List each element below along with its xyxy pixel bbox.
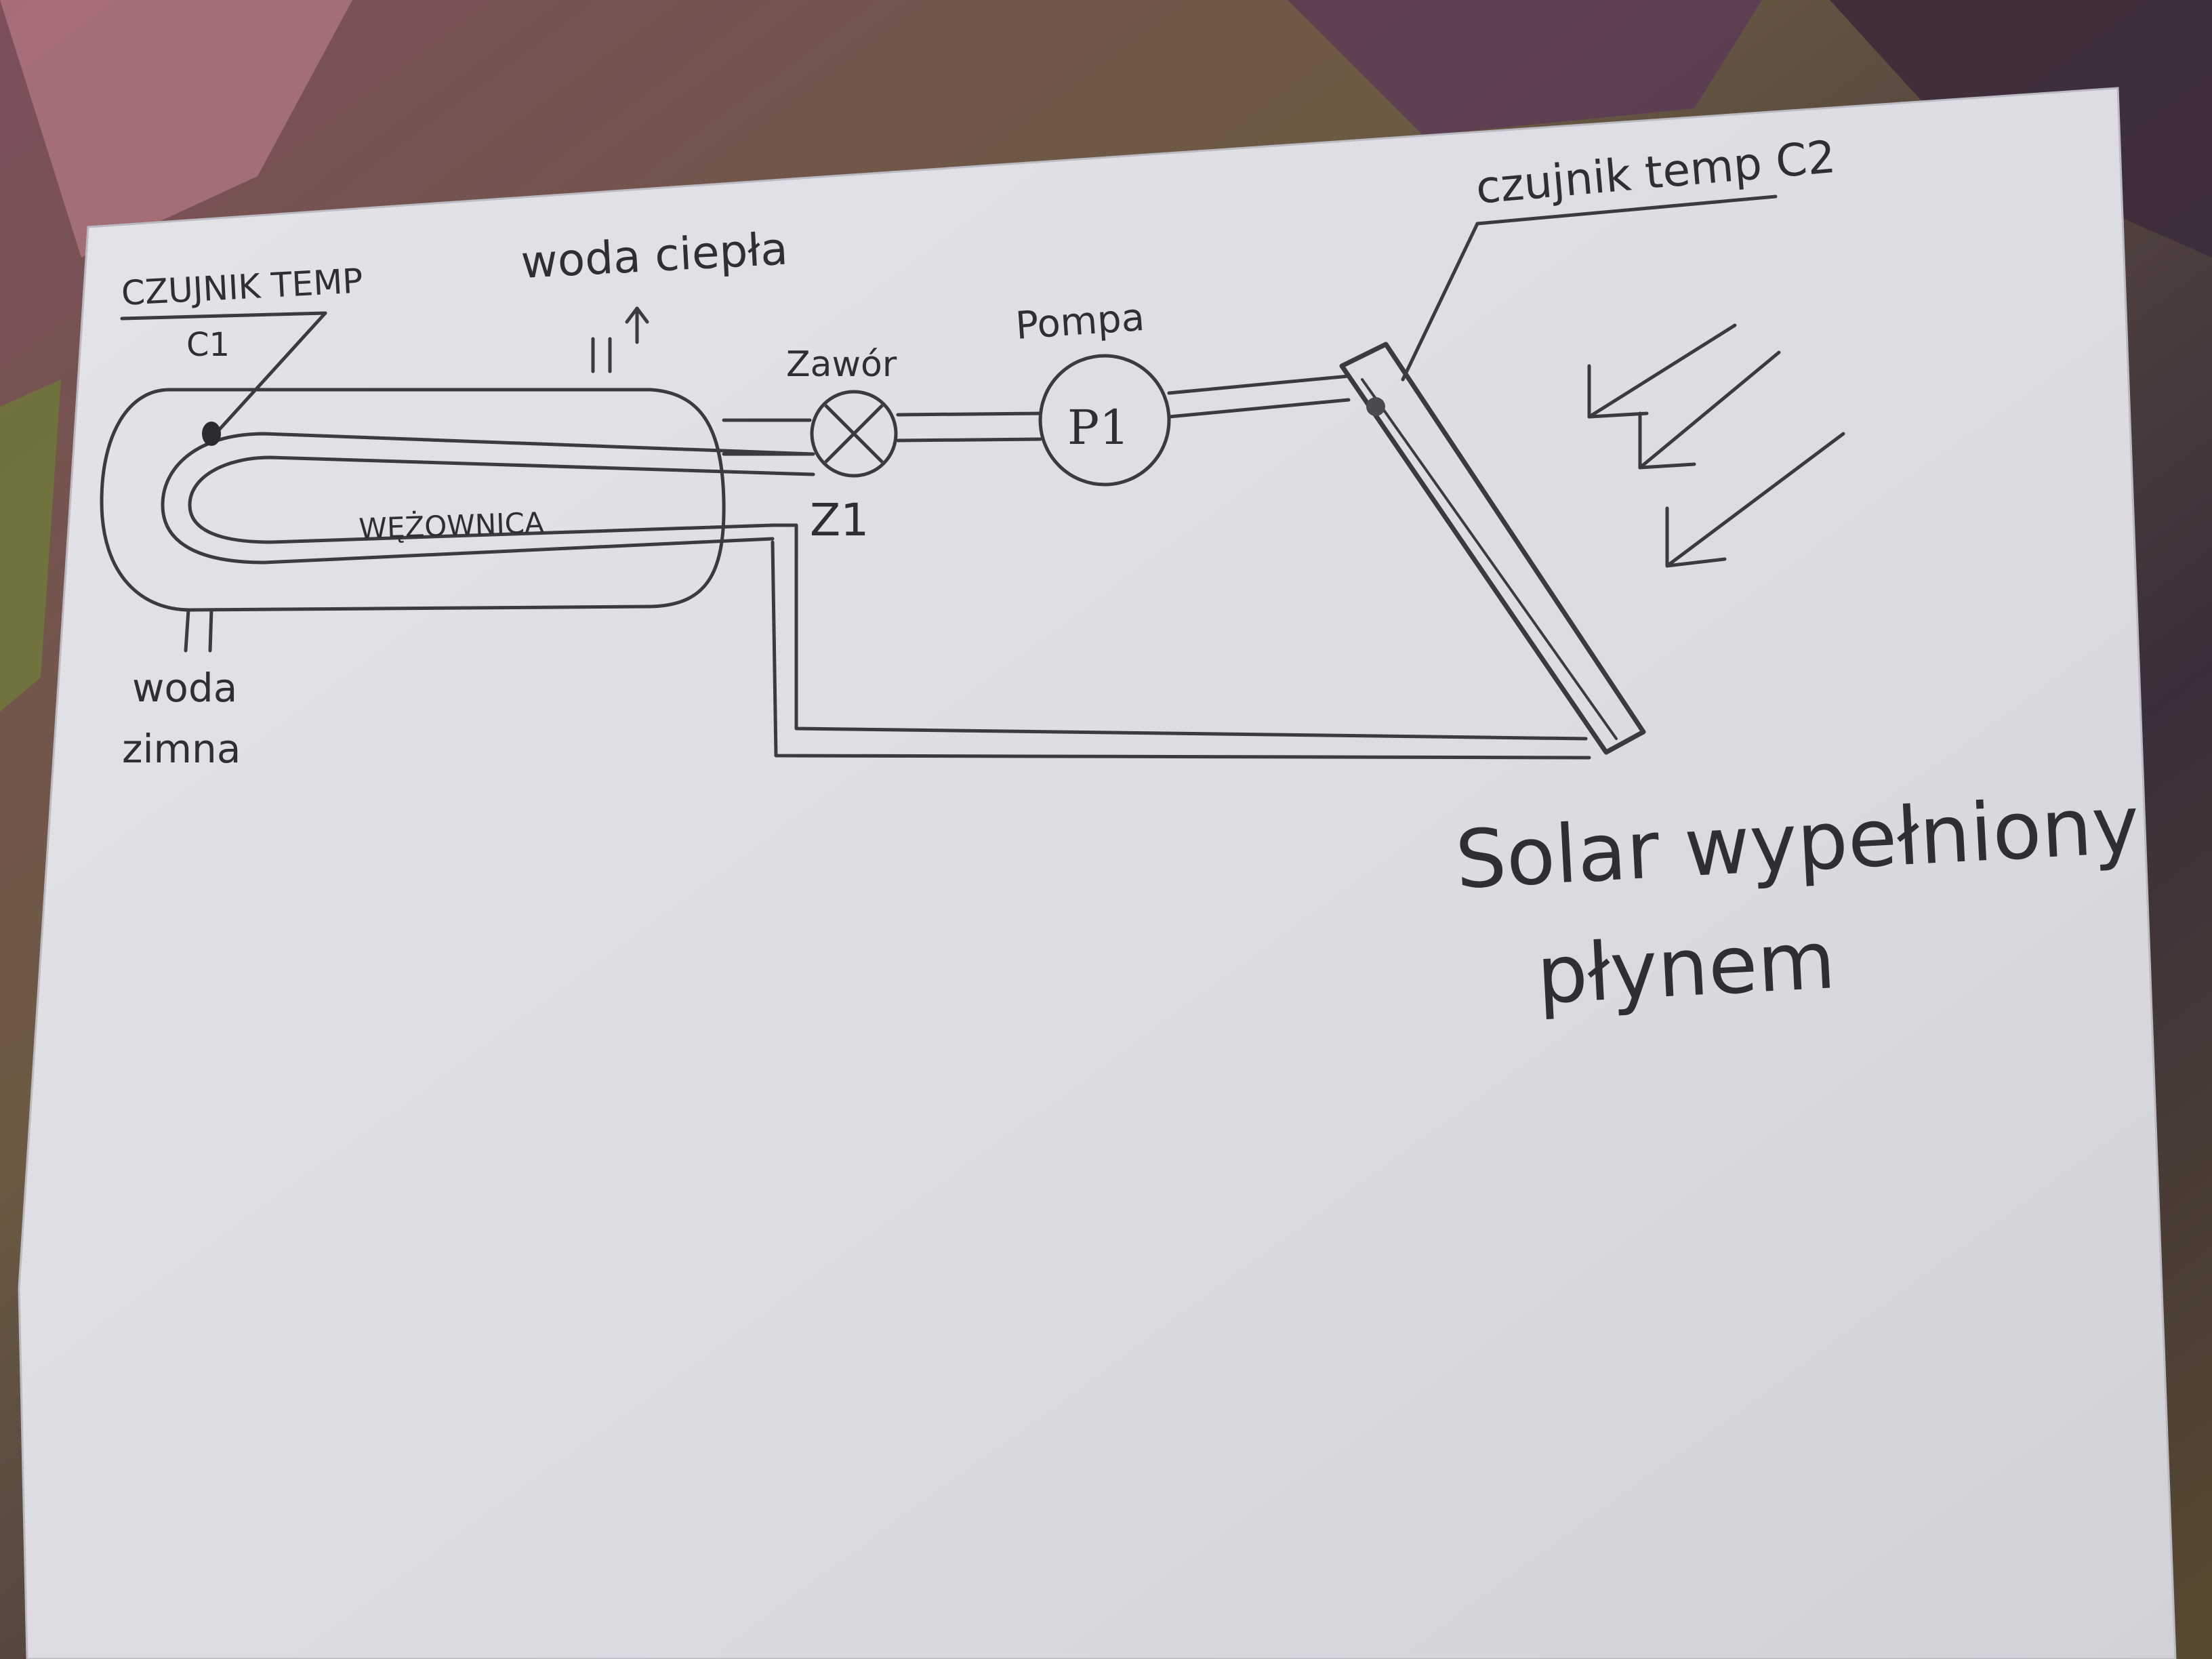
sensor-c2-underline bbox=[1475, 194, 1778, 226]
coil-label: WĘŻOWNICA bbox=[359, 505, 545, 546]
cold-water-stub bbox=[208, 608, 213, 653]
fabric-pattern bbox=[0, 380, 61, 712]
valve-x-icon[interactable] bbox=[810, 390, 898, 478]
solar-panel-inner bbox=[1361, 378, 1618, 740]
return-pipe bbox=[771, 540, 1591, 760]
sensor-c2-leader bbox=[1401, 222, 1479, 382]
sensor-c1-underline bbox=[120, 311, 327, 321]
solar-panel bbox=[1339, 342, 1646, 755]
sun-ray-icon bbox=[1587, 323, 1737, 419]
sensor-c1-dot bbox=[202, 422, 221, 446]
sensor-c1-leader bbox=[213, 311, 327, 436]
tank bbox=[100, 388, 726, 612]
pipe bbox=[896, 437, 1042, 443]
arrow-up-icon bbox=[625, 306, 649, 344]
fabric-pattern bbox=[1288, 0, 1762, 136]
pump-label: Pompa bbox=[1014, 295, 1146, 348]
pump-circle-icon[interactable] bbox=[1038, 354, 1171, 487]
valve-label: Zawór bbox=[786, 344, 897, 385]
return-pipe bbox=[771, 523, 1588, 741]
sun-ray-icon bbox=[1638, 350, 1781, 470]
cold-water-label-line2: zimna bbox=[122, 726, 241, 772]
fabric-pattern bbox=[0, 0, 352, 258]
pipe bbox=[896, 411, 1042, 417]
solar-label-line2: płynem bbox=[1534, 913, 1837, 1022]
pipe bbox=[1167, 374, 1351, 395]
pipe bbox=[1167, 398, 1351, 419]
schematic bbox=[100, 194, 1845, 760]
sensor-c1-name: C1 bbox=[186, 326, 230, 364]
valve-symbol: Z1 bbox=[810, 494, 869, 546]
pump-symbol: P1 bbox=[1067, 400, 1130, 455]
cold-water-stub bbox=[184, 608, 190, 653]
sun-ray-icon bbox=[1665, 432, 1845, 568]
paper-sheet bbox=[18, 87, 2177, 1659]
cold-water-label-line1: woda bbox=[132, 665, 237, 711]
sensor-c2-dot bbox=[1366, 397, 1385, 416]
coil-inner bbox=[188, 455, 815, 544]
